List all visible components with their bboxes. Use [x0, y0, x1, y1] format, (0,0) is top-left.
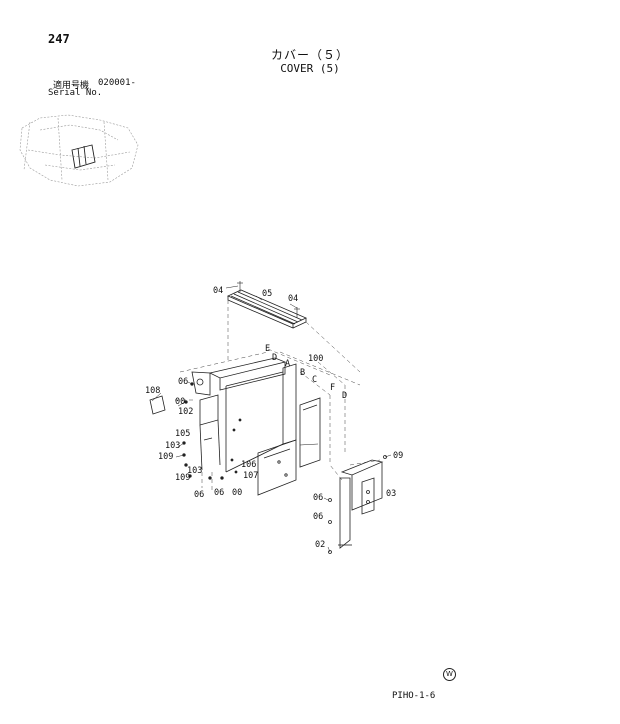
callout-00-upper: 00	[175, 397, 185, 407]
callout-06-bottom-mid: 06	[214, 488, 224, 498]
callout-106: 106	[241, 460, 256, 470]
callout-F: F	[330, 383, 335, 393]
callout-05: 05	[262, 289, 272, 299]
callout-C: C	[312, 375, 317, 385]
manufacturer-mark: W	[443, 668, 456, 681]
machine-thumbnail	[19, 114, 139, 187]
right-side-bracket	[328, 455, 387, 554]
serial-label-english: Serial No.	[48, 88, 103, 98]
callout-100: 100	[308, 354, 323, 364]
leader-lines	[151, 285, 392, 553]
door-panel	[257, 439, 297, 496]
callout-06-right-lower: 06	[313, 512, 323, 522]
cover-bolts	[237, 281, 300, 318]
callout-A: A	[285, 359, 290, 369]
callout-B: B	[300, 368, 305, 378]
callout-D-lower: D	[342, 391, 347, 401]
upper-frame-bracket	[191, 357, 287, 396]
callout-102: 102	[178, 407, 193, 417]
callout-109-lower: 109	[175, 473, 190, 483]
callout-105: 105	[175, 429, 190, 439]
title-japanese: カバー（５）	[270, 48, 349, 62]
callout-D-upper: D	[272, 353, 277, 363]
callout-04-right: 04	[288, 294, 298, 304]
callout-02: 02	[315, 540, 325, 550]
callout-06-bottom-left: 06	[194, 490, 204, 500]
callout-06-right-upper: 06	[313, 493, 323, 503]
callout-labels: 04 05 04 E 100 D A B C F D 108 06 00 102…	[145, 286, 403, 550]
rear-panel	[299, 397, 321, 468]
callout-03: 03	[386, 489, 396, 499]
page-number: 247	[48, 32, 70, 46]
thumbnail-highlight	[71, 144, 96, 169]
callout-06-upper: 06	[178, 377, 188, 387]
serial-value: 020001-	[98, 78, 136, 88]
callout-04-left: 04	[213, 286, 223, 296]
footer-code: PIHO-1-6	[392, 691, 436, 701]
callout-109-upper: 109	[158, 452, 173, 462]
title-english: COVER (5)	[280, 62, 340, 75]
callout-108: 108	[145, 386, 160, 396]
callout-107: 107	[243, 471, 258, 481]
callout-103-lower: 103	[187, 466, 202, 476]
callout-E: E	[265, 344, 270, 354]
serial-label-japanese: 適用号機	[53, 81, 90, 91]
callout-00-lower: 00	[232, 488, 242, 498]
top-cover-part	[227, 289, 307, 329]
callout-09: 09	[393, 451, 403, 461]
left-bracket	[149, 394, 221, 471]
callout-103-upper: 103	[165, 441, 180, 451]
